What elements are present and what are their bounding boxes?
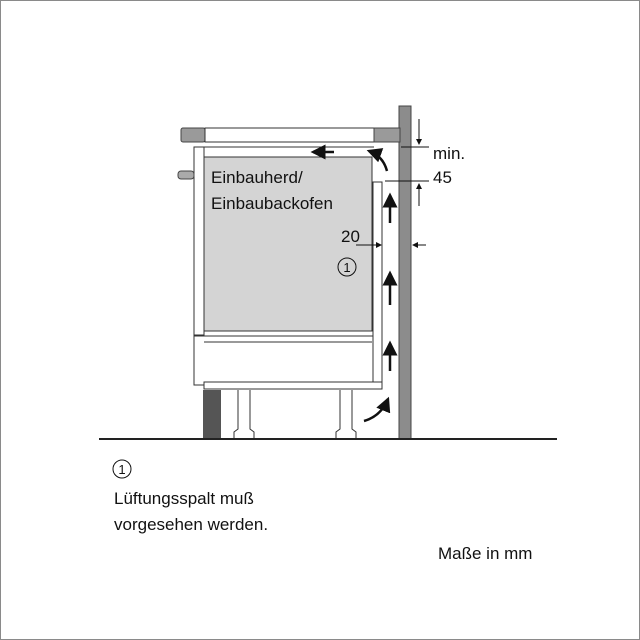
footnote-line1: Lüftungsspalt muß — [114, 489, 254, 508]
dimension-lines — [356, 119, 429, 248]
worktop-right — [373, 127, 401, 143]
oven-front-panel — [193, 146, 205, 336]
plinth — [203, 390, 221, 439]
clearance-value: 45 — [433, 168, 452, 187]
cooktop — [204, 127, 376, 143]
footnote-marker: 1 — [118, 462, 125, 477]
wall — [398, 105, 412, 440]
foot-right — [335, 390, 357, 440]
footnote-line2: vorgesehen werden. — [114, 515, 269, 534]
foot-left — [233, 390, 255, 440]
appliance-label-line1: Einbauherd/ — [211, 168, 303, 187]
airflow-arrows — [310, 144, 398, 423]
base-rail — [203, 381, 383, 390]
gap-dimension: 20 — [341, 227, 360, 246]
units-note: Maße in mm — [438, 544, 533, 563]
clearance-label: min. — [433, 144, 465, 163]
drawer — [193, 335, 374, 386]
marker-circle — [337, 257, 357, 277]
marker-number: 1 — [343, 260, 350, 275]
appliance-label-line2: Einbaubackofen — [211, 194, 333, 213]
worktop-left — [180, 127, 206, 143]
footnote-marker-circle — [112, 459, 132, 479]
side-panel — [372, 181, 383, 386]
knob — [177, 170, 195, 180]
oven-body — [203, 156, 373, 332]
